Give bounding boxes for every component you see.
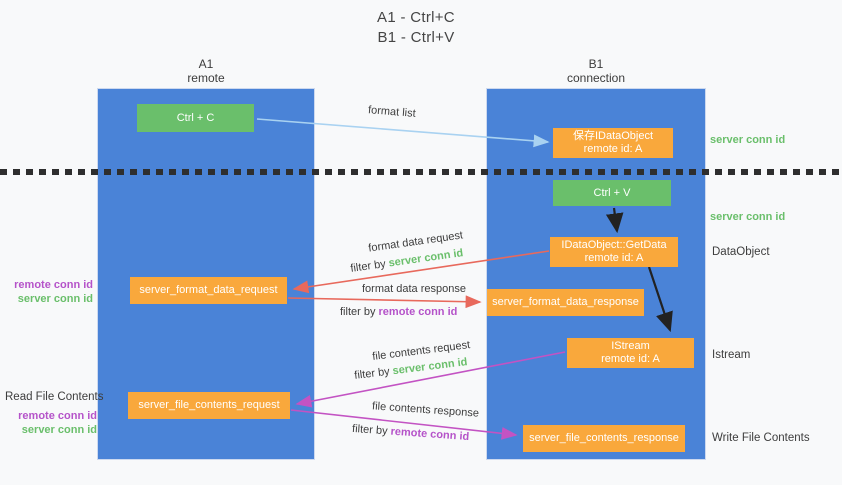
node-getdata-line2: remote id: A <box>584 252 644 264</box>
label-format-list: format list <box>367 104 417 120</box>
lifeline-header-b1: B1 connection <box>486 57 706 85</box>
remote-conn-id-text: remote conn id <box>390 425 470 444</box>
side-read-file-contents: Read File Contents <box>5 391 104 403</box>
filter-by-text: filter by <box>340 306 379 318</box>
left-conn-id-block-1: remote conn id server conn id <box>0 279 93 306</box>
label-filter-remote-conn-1: filter by remote conn id <box>340 306 457 318</box>
label-file-contents-response: file contents response <box>371 400 480 420</box>
title-line-1: A1 - Ctrl+C <box>377 9 455 26</box>
arrow-format-data-response <box>287 295 482 309</box>
side-remote-conn-id-1: remote conn id <box>14 279 93 291</box>
lifeline-a1-name: A1 <box>198 57 214 71</box>
node-getdata-line1: IDataObject::GetData <box>561 239 667 251</box>
node-server-format-data-request-label: server_format_data_request <box>139 284 278 296</box>
node-getdata: IDataObject::GetData remote id: A <box>550 237 678 267</box>
lifeline-a1-role: remote <box>187 71 225 85</box>
left-conn-id-block-2: remote conn id server conn id <box>4 410 97 437</box>
node-server-file-contents-request-label: server_file_contents_request <box>138 399 280 411</box>
diagram-title: A1 - Ctrl+C B1 - Ctrl+V <box>296 8 536 48</box>
side-dataobject: DataObject <box>712 246 770 258</box>
side-istream: Istream <box>712 349 751 361</box>
node-server-format-data-request: server_format_data_request <box>130 277 287 304</box>
server-conn-id-text: server conn id <box>391 356 469 378</box>
label-filter-server-conn-2: filter by server conn id <box>354 356 468 382</box>
node-save-dataobject-line2: remote id: A <box>583 143 643 155</box>
node-server-format-data-response-label: server_format_data_response <box>492 296 639 308</box>
node-istream-line2: remote id: A <box>601 353 660 365</box>
label-filter-server-conn-1: filter by server conn id <box>350 247 464 275</box>
dotted-separator <box>0 169 842 175</box>
filter-by-text: filter by <box>349 257 390 275</box>
title-line-2: B1 - Ctrl+V <box>377 29 455 46</box>
side-server-conn-id-1: server conn id <box>17 292 93 305</box>
label-format-data-response: format data response <box>362 283 466 295</box>
node-save-dataobject-line1: 保存IDataObject <box>572 130 654 142</box>
remote-conn-id-text: remote conn id <box>378 306 458 318</box>
node-ctrl-v: Ctrl + V <box>553 180 671 206</box>
server-conn-id-text: server conn id <box>387 247 465 270</box>
side-server-conn-id-2: server conn id <box>21 423 97 436</box>
node-server-file-contents-response-label: server_file_contents_response <box>529 432 679 444</box>
node-save-dataobject: 保存IDataObject remote id: A <box>553 128 673 158</box>
node-istream: IStream remote id: A <box>567 338 694 368</box>
node-ctrl-c: Ctrl + C <box>137 104 254 132</box>
lifeline-header-a1: A1 remote <box>97 57 315 85</box>
side-remote-conn-id-2: remote conn id <box>18 410 97 422</box>
node-server-file-contents-request: server_file_contents_request <box>128 392 290 419</box>
lifeline-b1-role: connection <box>566 71 626 85</box>
node-ctrl-v-label: Ctrl + V <box>593 187 631 199</box>
filter-by-text: filter by <box>351 422 391 438</box>
side-write-file-contents: Write File Contents <box>712 432 810 444</box>
node-ctrl-c-label: Ctrl + C <box>176 112 215 124</box>
lifeline-b1-name: B1 <box>588 57 604 71</box>
label-filter-remote-conn-2: filter by remote conn id <box>352 423 470 443</box>
side-server-conn-id-top: server conn id <box>710 134 786 146</box>
node-server-format-data-response: server_format_data_response <box>487 289 644 316</box>
node-istream-line1: IStream <box>611 340 650 352</box>
node-server-file-contents-response: server_file_contents_response <box>523 425 685 452</box>
side-server-conn-id-mid: server conn id <box>710 211 786 223</box>
filter-by-text: filter by <box>353 365 394 382</box>
